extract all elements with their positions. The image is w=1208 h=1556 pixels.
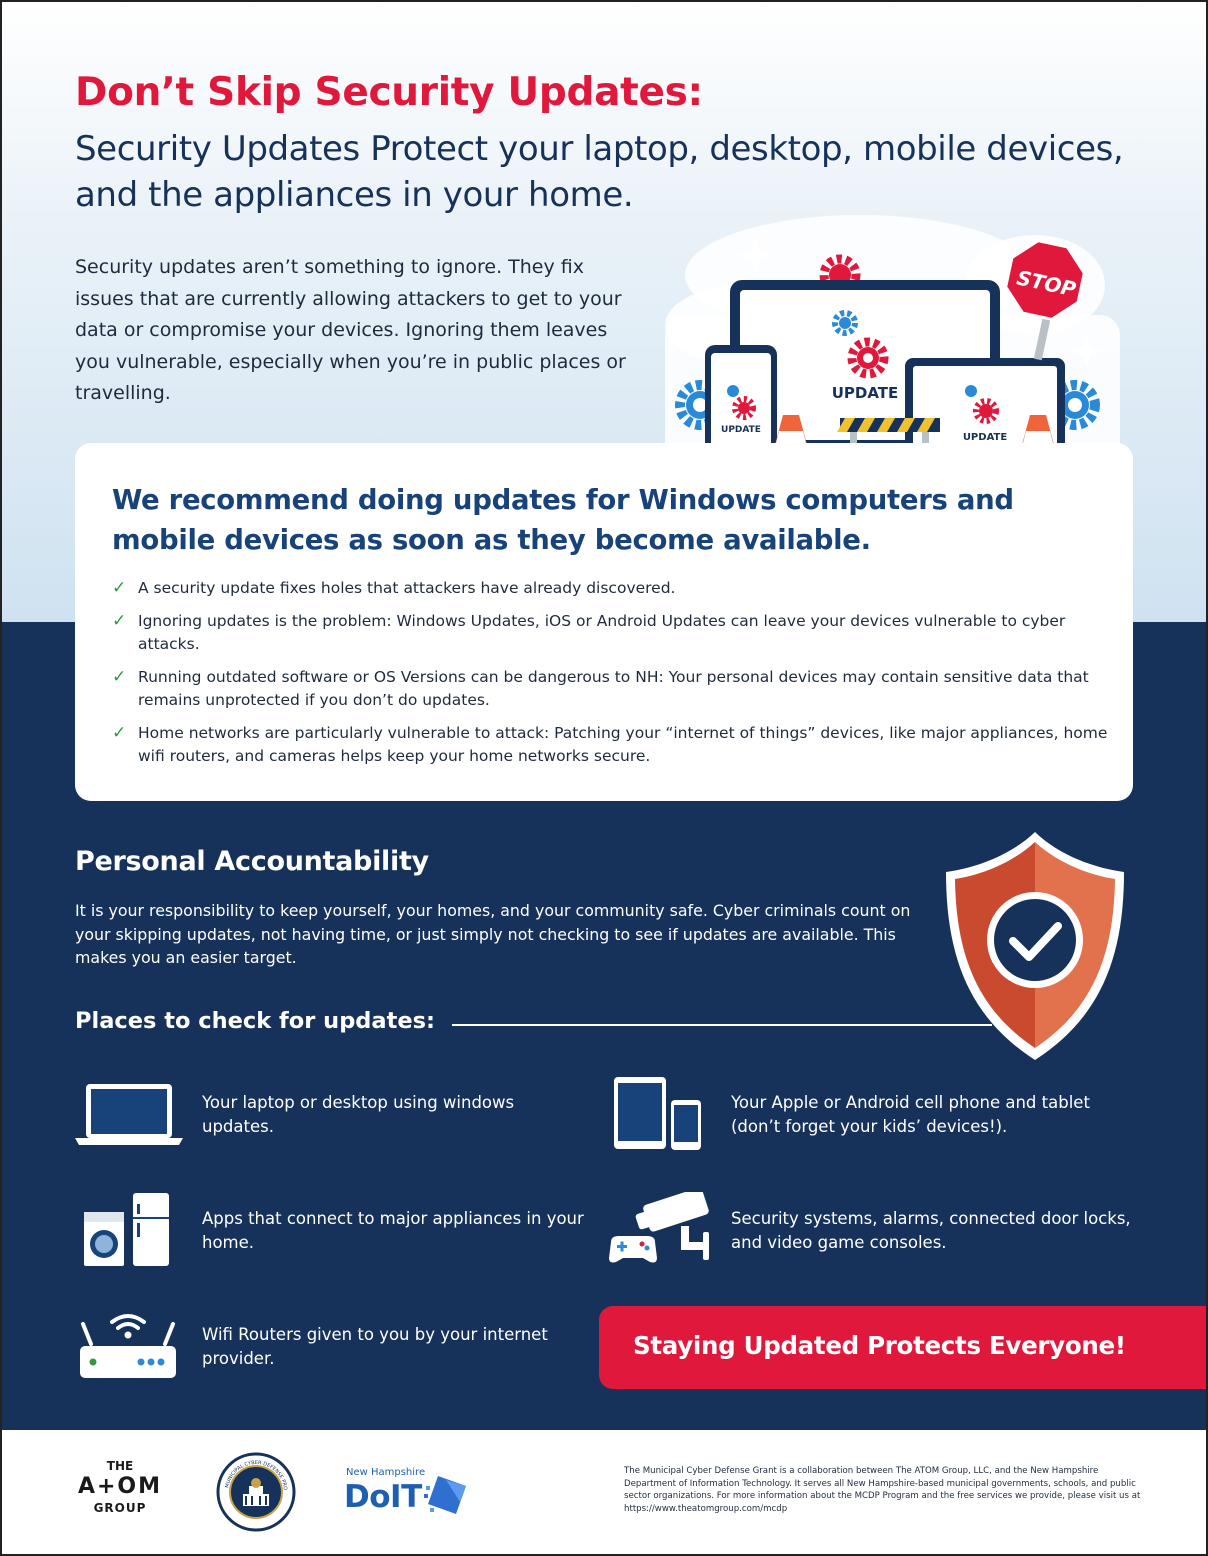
footer-disclaimer: The Municipal Cyber Defense Grant is a c… [624, 1466, 1141, 1515]
doit-mark-icon [424, 1476, 466, 1514]
check-icon: ✓ [112, 610, 127, 631]
atom-logo-line3: GROUP [93, 1501, 147, 1515]
doit-state-label: New Hampshire [346, 1467, 426, 1478]
accountability-paragraph: It is your responsibility to keep yourse… [75, 901, 911, 967]
check-icon: ✓ [112, 666, 127, 687]
places-divider [452, 1024, 992, 1026]
atom-logo-line2: A+OM [77, 1474, 163, 1499]
checklist-item-text: Ignoring updates is the problem: Windows… [138, 611, 1066, 654]
checklist-item: ✓ Ignoring updates is the problem: Window… [112, 610, 1112, 657]
shield-check-icon [946, 832, 1124, 1060]
footer-background [0, 1430, 1208, 1556]
tablet-phone-icon [614, 1077, 701, 1150]
cta-text: Staying Updated Protects Everyone! [633, 1331, 1126, 1360]
recommendation-checklist: ✓ A security update fixes holes that atta… [112, 577, 1112, 778]
checklist-item: ✓ Running outdated software or OS Version… [112, 666, 1112, 713]
doit-name-label: DoIT [344, 1479, 422, 1515]
intro-paragraph: Security updates aren’t something to ign… [75, 256, 626, 404]
laptop-update-label: UPDATE [963, 432, 1008, 443]
accountability-heading: Personal Accountability [75, 846, 429, 877]
nh-doit-logo: New Hampshire DoIT [342, 1462, 474, 1522]
page-subtitle: Security Updates Protect your laptop, de… [75, 129, 1124, 215]
cta-banner [599, 1306, 1208, 1389]
place-router-text: Wifi Routers given to you by your intern… [202, 1325, 548, 1368]
recommendation-card [75, 443, 1133, 801]
appliances-icon [84, 1193, 169, 1266]
checklist-item-text: Running outdated software or OS Versions… [138, 667, 1089, 710]
wifi-router-icon [80, 1314, 176, 1378]
checklist-item-text: A security update fixes holes that attac… [138, 579, 676, 597]
laptop-icon [75, 1084, 183, 1145]
update-devices-illustration: UPDATE UPDATE UPDATE STOP [665, 215, 1120, 480]
recommendation-title: We recommend doing updates for Windows c… [112, 484, 1014, 556]
security-camera-icon [609, 1192, 709, 1263]
place-mobile-text: Your Apple or Android cell phone and tab… [731, 1093, 1090, 1136]
atom-logo-line1: THE [106, 1459, 134, 1473]
page-title: Don’t Skip Security Updates: [75, 70, 703, 115]
monitor-update-label: UPDATE [832, 384, 899, 402]
places-heading: Places to check for updates: [75, 1008, 435, 1034]
checklist-item-text: Home networks are particularly vulnerabl… [138, 723, 1108, 766]
phone-update-label: UPDATE [721, 425, 761, 435]
check-icon: ✓ [112, 578, 127, 598]
atom-group-logo: THE A+OM GROUP [72, 1458, 168, 1522]
place-laptop-text: Your laptop or desktop using windows upd… [202, 1093, 515, 1136]
mcdp-seal-logo: MUNICIPAL CYBER DEFENSE PROGRAM · POWERE… [216, 1452, 296, 1532]
place-security-text: Security systems, alarms, connected door… [731, 1209, 1131, 1252]
check-icon: ✓ [112, 722, 127, 743]
place-appliances-text: Apps that connect to major appliances in… [202, 1209, 584, 1252]
checklist-item: ✓ A security update fixes holes that atta… [112, 577, 1112, 601]
checklist-item: ✓ Home networks are particularly vulnerab… [112, 722, 1112, 769]
